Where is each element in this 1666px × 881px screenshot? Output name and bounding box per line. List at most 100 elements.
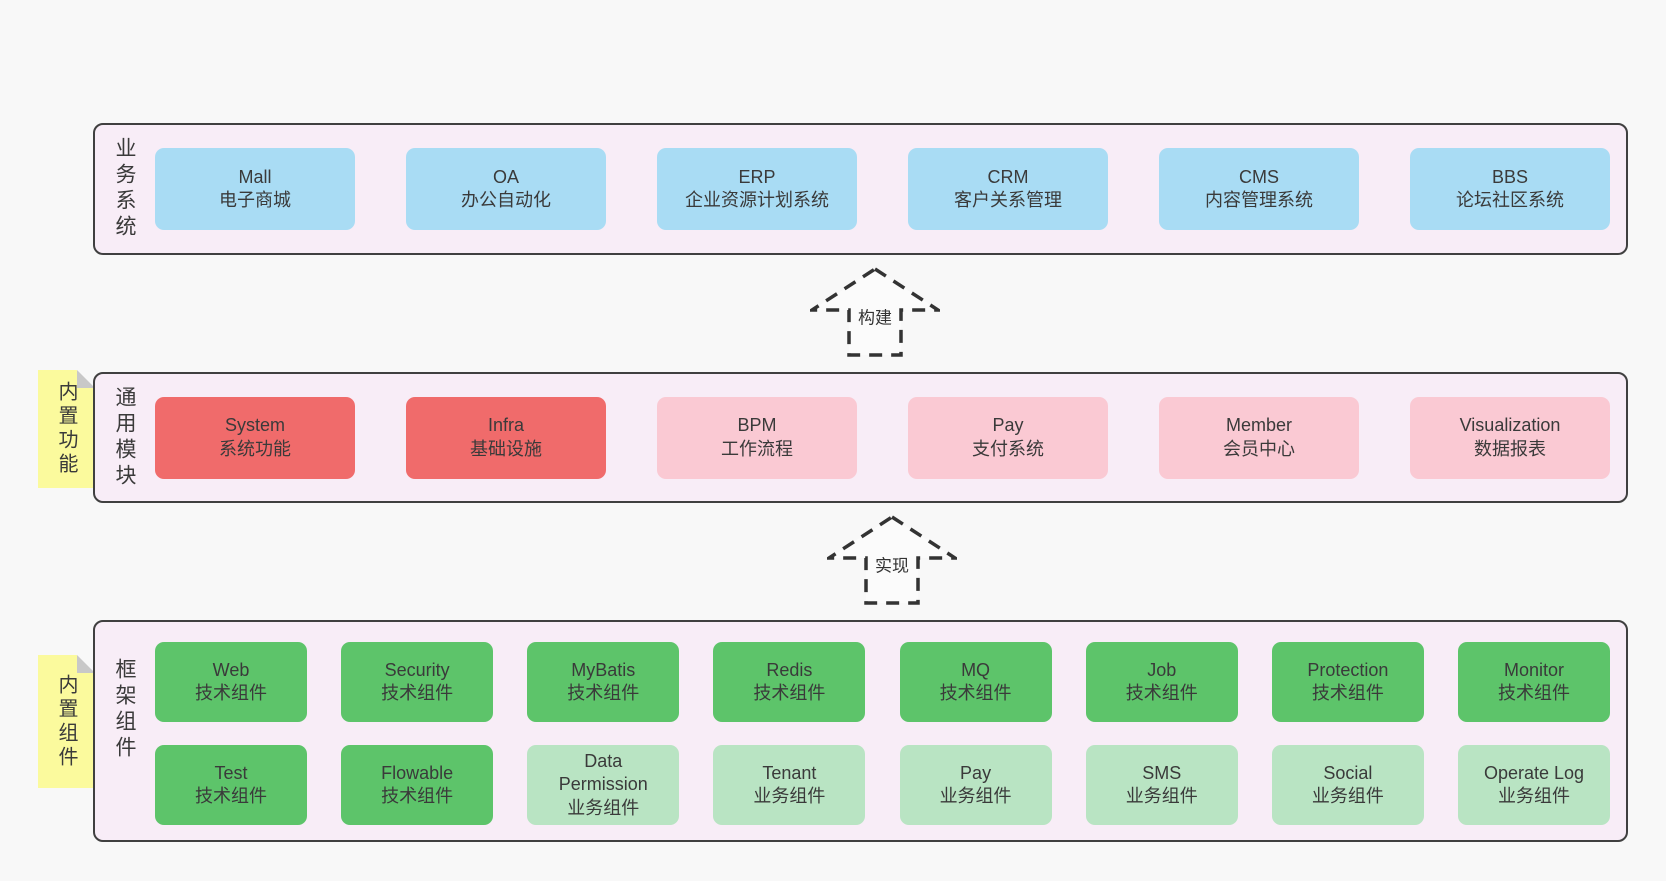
arrow-implement-label: 实现: [872, 551, 912, 577]
module-desc: 技术组件: [195, 786, 267, 806]
sticky-note-built-in-features: 内置功能: [38, 370, 95, 488]
module-name: Infra: [487, 415, 525, 436]
module-box-operate-log: Operate Log 业务组件: [1457, 745, 1610, 825]
module-desc: 系统功能: [219, 438, 291, 459]
module-name: SMS: [1142, 762, 1182, 783]
module-desc: 业务组件: [939, 786, 1012, 806]
module-box-monitor: Monitor 技术组件: [1457, 642, 1610, 722]
arrow-up-build: 构建: [810, 266, 940, 358]
module-desc: 业务组件: [1497, 786, 1570, 806]
sticky-note-label: 内置组件: [55, 673, 77, 770]
layer-business-systems: 业务系统 Mall 电子商城 OA 办公自动化 ERP 企业资源计划系统 CRM 客户关系管理…: [93, 123, 1628, 255]
folded-corner-icon: [77, 370, 95, 388]
module-name: Test: [214, 762, 248, 783]
module-name: CMS: [1239, 166, 1279, 187]
module-name: Protection: [1307, 659, 1389, 680]
module-desc: 业务组件: [753, 786, 826, 806]
module-desc: 支付系统: [972, 438, 1044, 459]
module-desc: 内容管理系统: [1205, 190, 1313, 210]
module-box-mybatis: MyBatis 技术组件: [527, 642, 680, 722]
layer-label-wrap: 业务系统: [109, 125, 139, 253]
module-name: Monitor: [1503, 659, 1564, 680]
layer-label: 业务系统: [113, 137, 136, 241]
module-box-flowable: Flowable 技术组件: [341, 745, 494, 825]
layer-label: 框架组件: [113, 658, 136, 762]
module-box-oa: OA 办公自动化: [406, 148, 606, 230]
module-desc: 业务组件: [567, 797, 640, 818]
module-desc: 数据报表: [1474, 438, 1546, 459]
module-name: Redis: [766, 659, 813, 680]
module-desc: 技术组件: [567, 683, 640, 703]
module-desc: 技术组件: [1497, 683, 1570, 703]
module-box-test: Test 技术组件: [155, 745, 307, 825]
module-desc: 工作流程: [721, 438, 793, 459]
layer-label: 通用模块: [113, 385, 136, 490]
module-desc: 技术组件: [381, 683, 454, 703]
module-box-tenant: Tenant 业务组件: [713, 745, 866, 825]
layer-label-wrap: 通用模块: [109, 374, 139, 501]
module-box-social: Social 业务组件: [1271, 745, 1424, 825]
module-box-protection: Protection 技术组件: [1271, 642, 1424, 722]
module-desc: 企业资源计划系统: [685, 190, 829, 210]
module-box-job: Job 技术组件: [1085, 642, 1238, 722]
module-name: BBS: [1491, 166, 1529, 187]
arrow-build-label: 构建: [855, 303, 895, 329]
sticky-note-built-in-components: 内置组件: [38, 655, 95, 788]
module-desc: 会员中心: [1223, 438, 1295, 459]
module-name: Pay: [960, 762, 992, 783]
module-desc: 办公自动化: [461, 190, 551, 210]
module-name: Social: [1323, 762, 1373, 783]
module-desc: 电子商城: [219, 190, 291, 210]
module-name: BPM: [737, 415, 777, 436]
module-box-web: Web 技术组件: [155, 642, 307, 722]
module-name: Mall: [238, 166, 272, 187]
module-name: MyBatis: [571, 659, 636, 680]
module-desc: 技术组件: [753, 683, 826, 703]
module-name: System: [224, 415, 285, 436]
module-desc: 技术组件: [939, 683, 1012, 703]
folded-corner-icon: [77, 655, 95, 673]
module-desc: 技术组件: [195, 683, 267, 703]
module-name: Job: [1147, 659, 1177, 680]
module-name: OA: [492, 166, 519, 187]
module-name: ERP: [738, 166, 776, 187]
module-name: Tenant: [762, 762, 817, 783]
module-desc: 客户关系管理: [954, 190, 1062, 210]
module-desc: 技术组件: [381, 786, 454, 806]
module-name: Web: [212, 659, 250, 680]
module-desc: 业务组件: [1125, 786, 1198, 806]
module-box-redis: Redis 技术组件: [713, 642, 866, 722]
module-desc: 技术组件: [1125, 683, 1198, 703]
module-box-erp: ERP 企业资源计划系统: [657, 148, 857, 230]
module-desc: 技术组件: [1311, 683, 1384, 703]
module-name: MQ: [961, 659, 991, 680]
module-box-security: Security 技术组件: [341, 642, 494, 722]
module-name: Operate Log: [1483, 762, 1585, 783]
module-box-mall: Mall 电子商城: [155, 148, 355, 230]
module-desc: 业务组件: [1311, 786, 1384, 806]
business-systems-row: Mall 电子商城 OA 办公自动化 ERP 企业资源计划系统 CRM 客户关系管理 CMS 内容…: [155, 125, 1610, 253]
layer-label-wrap: 框架组件: [109, 622, 139, 840]
module-name: Member: [1225, 415, 1292, 436]
module-name: Visualization: [1459, 415, 1561, 436]
module-name: Security: [384, 659, 450, 680]
module-desc: 基础设施: [470, 438, 542, 459]
module-box-pay: Pay 业务组件: [899, 745, 1052, 825]
module-name: CRM: [987, 166, 1029, 187]
module-name: Flowable: [381, 762, 454, 783]
module-name: Pay: [992, 415, 1024, 436]
